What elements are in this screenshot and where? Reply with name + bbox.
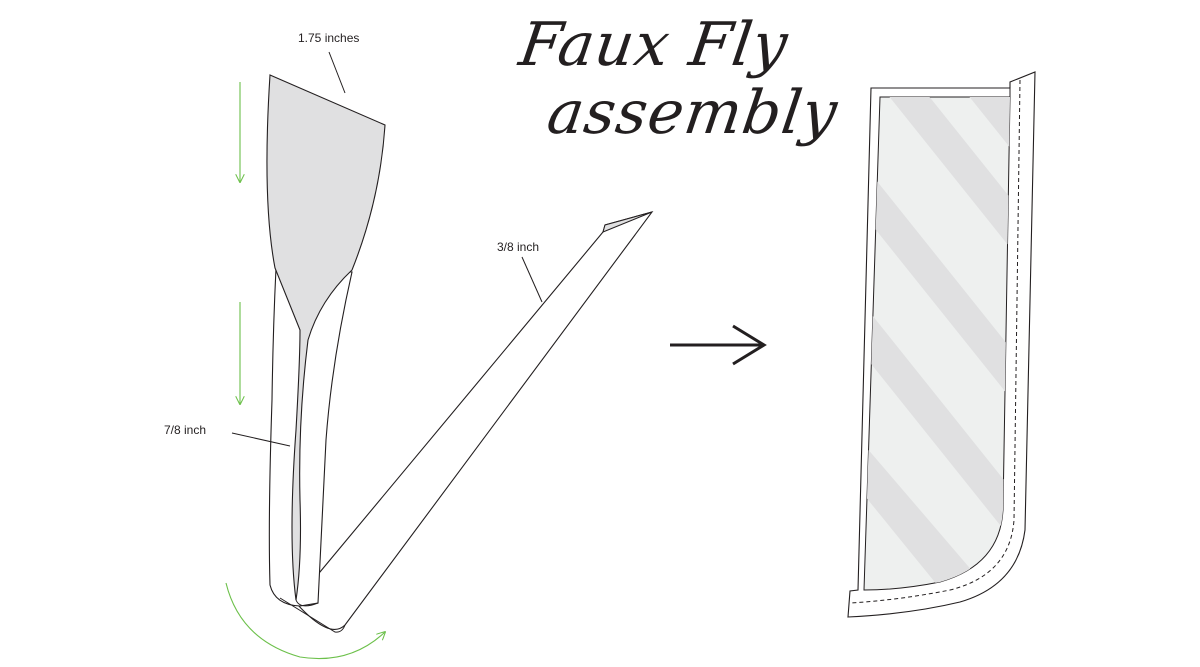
stitch-line (849, 79, 1021, 604)
right-arrow-icon (670, 324, 767, 366)
finished-fly (847, 71, 1036, 618)
diagram-title-line2: assembly (543, 78, 843, 148)
fold-line (295, 599, 319, 607)
label-strip-width: 3/8 inch (497, 240, 540, 254)
fly-body-outline (268, 267, 353, 607)
leader-top (328, 51, 346, 94)
curved-arrow-icon (225, 582, 385, 660)
label-fold-width: 7/8 inch (164, 423, 207, 437)
leader-mid (521, 256, 543, 303)
panel-stripes (864, 97, 1010, 590)
bias-strip-end (602, 211, 653, 233)
leader-left (231, 432, 291, 447)
label-top-width: 1.75 inches (298, 31, 360, 45)
strip-bottom (279, 597, 346, 633)
left-fly-assembly (225, 51, 654, 660)
diagram-title-line1: Faux Fly (515, 10, 793, 80)
